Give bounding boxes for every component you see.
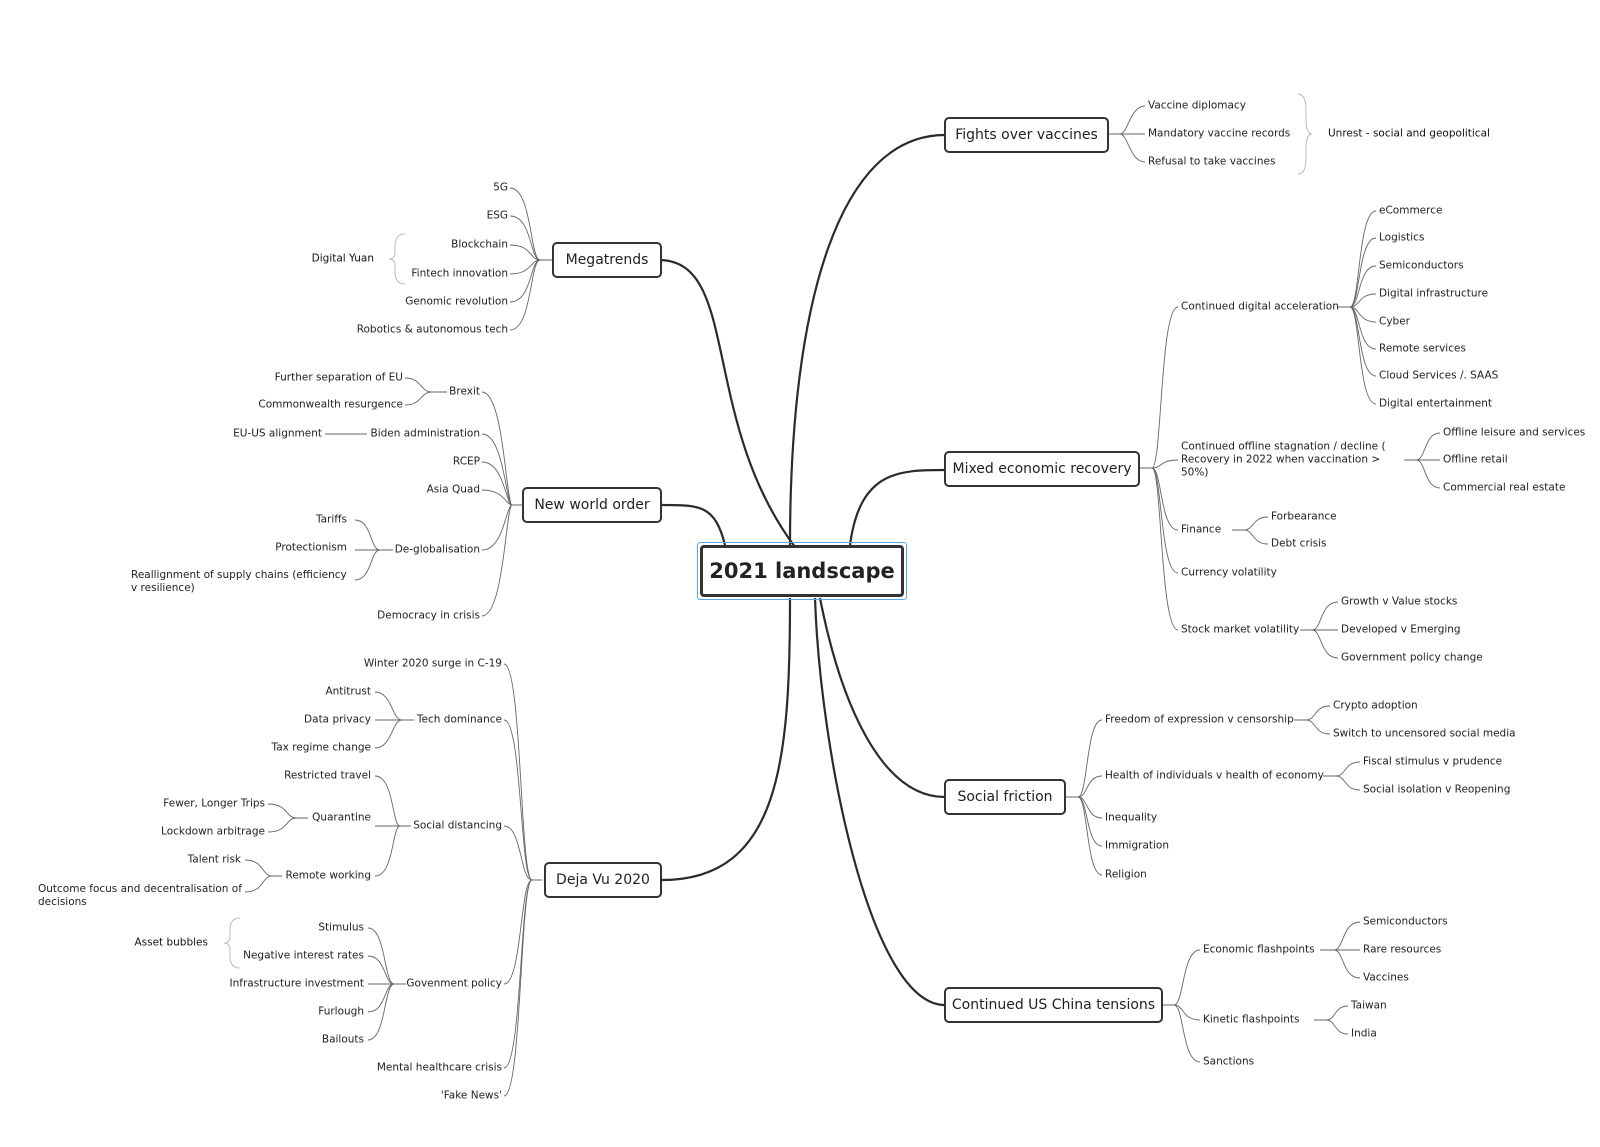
topic-semiconductors[interactable]: Semiconductors [1379, 259, 1464, 272]
topic-5g[interactable]: 5G [493, 181, 508, 194]
topic-biden-administration[interactable]: Biden administration [370, 427, 480, 440]
topic-vaccines[interactable]: Vaccines [1363, 971, 1409, 984]
branch-new-world-order[interactable]: New world order [522, 487, 662, 523]
topic-lockdown-arbitrage[interactable]: Lockdown arbitrage [161, 825, 265, 838]
topic-social-isolation[interactable]: Social isolation v Reopening [1363, 783, 1511, 796]
topic-rare-resources[interactable]: Rare resources [1363, 943, 1442, 956]
topic-winter-2020-surge[interactable]: Winter 2020 surge in C-19 [363, 657, 502, 670]
topic-tariffs[interactable]: Tariffs [315, 513, 347, 526]
topic-asia-quad[interactable]: Asia Quad [426, 483, 480, 496]
topic-negative-interest-rates[interactable]: Negative interest rates [243, 949, 364, 962]
root-node[interactable]: 2021 landscape [700, 545, 904, 597]
topic-stimulus[interactable]: Stimulus [318, 921, 364, 934]
topic-reallignment-supply-chains[interactable]: Reallignment of supply chains (efficienc… [131, 569, 347, 594]
topic-democracy-in-crisis[interactable]: Democracy in crisis [377, 609, 480, 622]
topic-infrastructure-investment[interactable]: Infrastructure investment [229, 977, 364, 990]
topic-economic-flashpoints[interactable]: Economic flashpoints [1203, 943, 1315, 956]
topic-growth-v-value[interactable]: Growth v Value stocks [1341, 595, 1458, 608]
topic-crypto-adoption[interactable]: Crypto adoption [1333, 699, 1418, 712]
topic-health-of-individuals[interactable]: Health of individuals v health of econom… [1105, 769, 1324, 782]
topic-robotics[interactable]: Robotics & autonomous tech [356, 323, 508, 336]
topic-social-distancing[interactable]: Social distancing [413, 819, 502, 832]
topic-semiconductors-us-china[interactable]: Semiconductors [1363, 915, 1448, 928]
topic-outcome-focus[interactable]: Outcome focus and decentralisation of de… [38, 883, 242, 908]
topic-data-privacy[interactable]: Data privacy [304, 713, 371, 726]
topic-furlough[interactable]: Furlough [318, 1005, 364, 1018]
topic-sanctions[interactable]: Sanctions [1203, 1055, 1255, 1068]
topic-logistics[interactable]: Logistics [1379, 231, 1425, 244]
topic-genomic-revolution[interactable]: Genomic revolution [405, 295, 508, 308]
topic-de-globalisation[interactable]: De-globalisation [394, 543, 480, 556]
topic-continued-digital-acceleration[interactable]: Continued digital acceleration [1181, 300, 1339, 313]
topic-india[interactable]: India [1351, 1027, 1377, 1040]
topic-fintech-innovation[interactable]: Fintech innovation [411, 267, 508, 280]
topic-forbearance[interactable]: Forbearance [1271, 510, 1337, 523]
topic-commonwealth-resurgence[interactable]: Commonwealth resurgence [258, 398, 403, 411]
topic-offline-retail[interactable]: Offline retail [1443, 453, 1508, 466]
topic-ecommerce[interactable]: eCommerce [1379, 204, 1443, 217]
topic-talent-risk[interactable]: Talent risk [187, 853, 241, 866]
topic-freedom-of-expression[interactable]: Freedom of expression v censorship [1105, 713, 1294, 726]
topic-developed-v-emerging[interactable]: Developed v Emerging [1341, 623, 1461, 636]
topic-inequality[interactable]: Inequality [1105, 811, 1158, 824]
topic-debt-crisis[interactable]: Debt crisis [1271, 537, 1327, 550]
topic-brexit[interactable]: Brexit [449, 385, 480, 398]
branch-mixed-economic-recovery[interactable]: Mixed economic recovery [944, 451, 1140, 487]
topic-govenment-policy[interactable]: Govenment policy [406, 977, 502, 990]
topic-fewer-longer-trips[interactable]: Fewer, Longer Trips [163, 797, 265, 810]
branch-social-friction[interactable]: Social friction [944, 779, 1066, 815]
topic-remote-working[interactable]: Remote working [285, 869, 372, 882]
topic-religion[interactable]: Religion [1105, 868, 1147, 881]
topic-commercial-real-estate[interactable]: Commercial real estate [1443, 481, 1566, 494]
topic-cloud-services[interactable]: Cloud Services /. SAAS [1379, 369, 1499, 382]
topic-immigration[interactable]: Immigration [1105, 839, 1169, 852]
branch-fights-over-vaccines[interactable]: Fights over vaccines [944, 117, 1109, 153]
topic-rcep[interactable]: RCEP [452, 455, 480, 468]
topic-quarantine[interactable]: Quarantine [312, 811, 371, 824]
topic-fake-news[interactable]: 'Fake News' [440, 1089, 502, 1102]
topic-currency-volatility[interactable]: Currency volatility [1181, 566, 1277, 579]
summary-unrest[interactable]: Unrest - social and geopolitical [1328, 127, 1490, 140]
topic-offline-leisure[interactable]: Offline leisure and services [1443, 426, 1586, 439]
summary-digital-yuan[interactable]: Digital Yuan [311, 252, 374, 265]
branch-megatrends[interactable]: Megatrends [552, 242, 662, 278]
topic-uncensored-social-media[interactable]: Switch to uncensored social media [1333, 727, 1516, 740]
topic-continued-offline-stagnation[interactable]: Continued offline stagnation / decline (… [1181, 440, 1386, 479]
topic-restricted-travel[interactable]: Restricted travel [284, 769, 371, 782]
topic-taiwan[interactable]: Taiwan [1351, 999, 1387, 1012]
topic-cyber[interactable]: Cyber [1379, 315, 1410, 328]
topic-digital-infrastructure[interactable]: Digital infrastructure [1379, 287, 1489, 300]
topic-remote-services[interactable]: Remote services [1379, 342, 1466, 355]
topic-fiscal-stimulus[interactable]: Fiscal stimulus v prudence [1363, 755, 1503, 768]
topic-vaccine-diplomacy[interactable]: Vaccine diplomacy [1148, 99, 1246, 112]
topic-tech-dominance[interactable]: Tech dominance [416, 713, 502, 726]
topic-stock-market-volatility[interactable]: Stock market volatility [1181, 623, 1300, 636]
branch-deja-vu-2020[interactable]: Deja Vu 2020 [544, 862, 662, 898]
root-selection-outline [697, 542, 907, 600]
topic-refusal-to-take-vaccines[interactable]: Refusal to take vaccines [1148, 155, 1276, 168]
topic-antitrust[interactable]: Antitrust [325, 685, 371, 698]
topic-esg[interactable]: ESG [486, 209, 508, 222]
topic-protectionism[interactable]: Protectionism [275, 541, 347, 554]
topic-digital-entertainment[interactable]: Digital entertainment [1379, 397, 1492, 410]
topic-mental-healthcare-crisis[interactable]: Mental healthcare crisis [376, 1061, 502, 1074]
summary-asset-bubbles[interactable]: Asset bubbles [134, 936, 208, 949]
topic-further-separation-eu[interactable]: Further separation of EU [274, 371, 403, 384]
topic-mandatory-vaccine-records[interactable]: Mandatory vaccine records [1148, 127, 1291, 140]
branch-continued-us-china-tensions[interactable]: Continued US China tensions [944, 987, 1163, 1023]
topic-finance[interactable]: Finance [1181, 523, 1222, 536]
topic-government-policy-change[interactable]: Government policy change [1341, 651, 1483, 664]
topic-blockchain[interactable]: Blockchain [451, 238, 508, 251]
topic-tax-regime-change[interactable]: Tax regime change [271, 741, 371, 754]
topic-kinetic-flashpoints[interactable]: Kinetic flashpoints [1203, 1013, 1300, 1026]
topic-bailouts[interactable]: Bailouts [321, 1033, 364, 1046]
topic-eu-us-alignment[interactable]: EU-US alignment [233, 427, 322, 440]
